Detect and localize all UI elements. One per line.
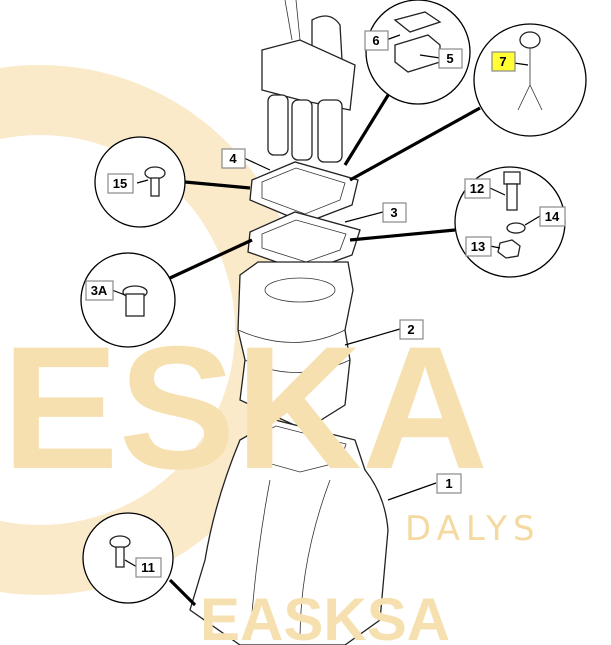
part-3-gasket (247, 211, 361, 273)
leader-11 (168, 578, 197, 607)
callout-12[interactable]: 12 (464, 178, 491, 199)
svg-text:15: 15 (113, 176, 127, 191)
joystick-assembly (261, 0, 356, 163)
svg-text:2: 2 (407, 322, 414, 337)
callout-5[interactable]: 5 (438, 48, 463, 69)
detail-circle-screw-11 (82, 512, 174, 604)
detail-circle-bushing-3A (80, 252, 176, 348)
leader-3A (169, 238, 253, 280)
callout-4[interactable]: 4 (221, 148, 246, 169)
part-2-boot (237, 261, 354, 431)
svg-text:1: 1 (445, 476, 452, 491)
part-4-bezel (249, 161, 359, 224)
leader-5-6 (343, 91, 392, 166)
part-1-housing (189, 419, 389, 645)
watermark: ESKA EASKSA DALYS (2, 311, 541, 645)
callout-7-highlighted[interactable]: 7 (491, 51, 516, 72)
callout-13[interactable]: 13 (465, 236, 492, 257)
leader-lines (111, 34, 541, 568)
callout-2[interactable]: 2 (399, 319, 424, 340)
callout-6[interactable]: 6 (364, 30, 389, 51)
svg-text:4: 4 (229, 151, 237, 166)
watermark-main: ESKA (2, 311, 488, 506)
svg-text:11: 11 (141, 560, 155, 575)
svg-text:3A: 3A (91, 283, 108, 298)
svg-text:12: 12 (470, 181, 484, 196)
svg-text:14: 14 (545, 209, 560, 224)
svg-text:13: 13 (471, 239, 485, 254)
callout-14[interactable]: 14 (539, 206, 566, 227)
leader-12 (349, 228, 456, 242)
callout-3A[interactable]: 3A (85, 280, 114, 301)
callout-3[interactable]: 3 (382, 202, 407, 223)
svg-text:6: 6 (372, 33, 379, 48)
leader-7 (349, 106, 481, 182)
svg-text:5: 5 (446, 51, 453, 66)
svg-text:3: 3 (390, 205, 397, 220)
watermark-overlay: EASKSA (200, 586, 450, 645)
svg-text:7: 7 (499, 54, 506, 69)
detail-circle-connector (473, 23, 587, 137)
callout-15[interactable]: 15 (107, 173, 134, 194)
leader-15 (184, 180, 251, 190)
callout-1[interactable]: 1 (436, 473, 462, 494)
callout-11[interactable]: 11 (135, 557, 162, 578)
watermark-sub: DALYS (405, 509, 541, 549)
